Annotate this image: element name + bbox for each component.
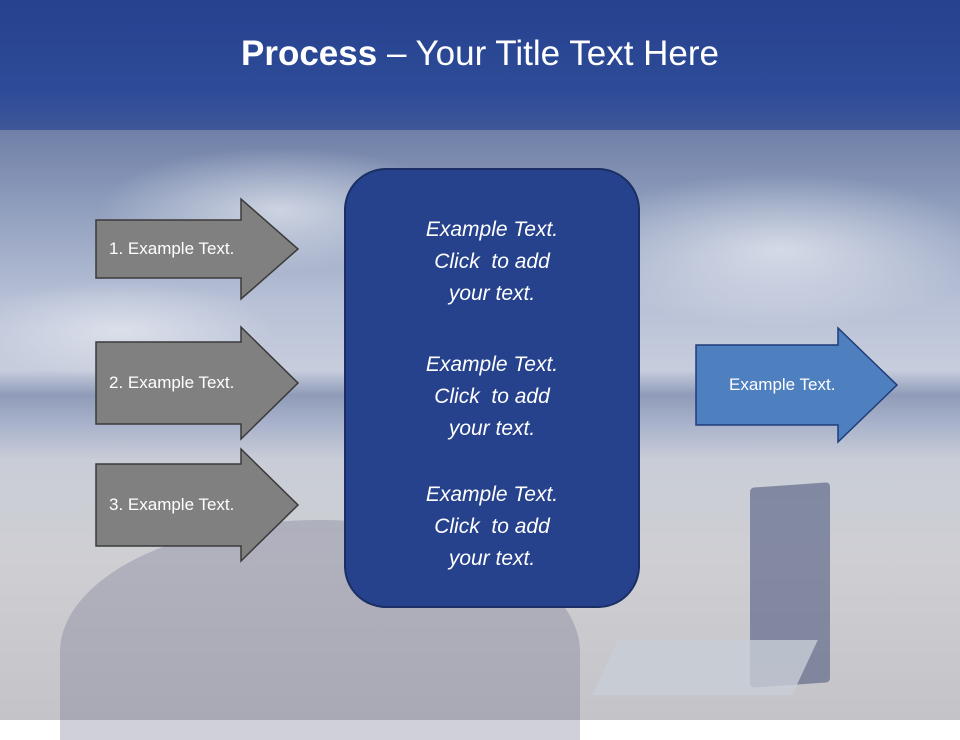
block-line: Example Text. [425,353,559,376]
center-text-block-2: Example Text. Click to add your text. [346,349,638,445]
slide-title[interactable]: Process – Your Title Text Here [241,34,719,74]
center-text-box[interactable]: Example Text. Click to add your text. Ex… [344,168,640,608]
title-bold-part: Process [241,34,378,73]
block-line: your text. [448,547,536,570]
arrow-shape [95,447,300,563]
result-arrow[interactable]: Example Text. [695,326,899,444]
process-step-label: 3. Example Text. [109,495,235,514]
background-laptop-keyboard [592,640,818,695]
title-rest-part: – Your Title Text Here [377,34,719,73]
process-step-label: 1. Example Text. [109,239,235,258]
result-arrow-label: Example Text. [729,375,836,394]
process-step-arrow-3[interactable]: 3. Example Text. [95,447,300,563]
block-line: your text. [448,417,536,440]
block-line: Click to add [434,250,550,273]
block-line: Example Text. [425,218,559,241]
block-line: Click to add [434,385,550,408]
process-step-label: 2. Example Text. [109,373,235,392]
arrow-shape [95,325,300,441]
process-step-arrow-2[interactable]: 2. Example Text. [95,325,300,441]
block-line: your text. [448,282,536,305]
title-bar: Process – Your Title Text Here [0,0,960,130]
block-line: Example Text. [425,483,559,506]
block-line: Click to add [434,515,550,538]
arrow-shape [695,326,899,444]
center-text-block-3: Example Text. Click to add your text. [346,479,638,575]
process-step-arrow-1[interactable]: 1. Example Text. [95,197,300,301]
arrow-shape [95,197,300,301]
center-text-block-1: Example Text. Click to add your text. [346,214,638,310]
